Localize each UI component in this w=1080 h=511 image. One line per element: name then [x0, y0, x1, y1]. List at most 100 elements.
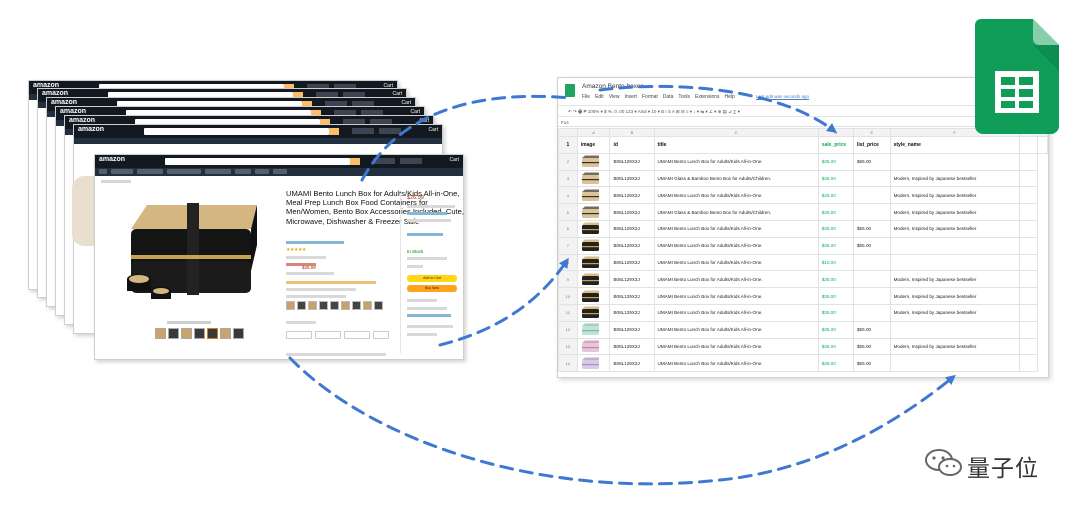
list-price-cell[interactable] [853, 203, 891, 221]
empty-cell[interactable] [1018, 270, 1039, 289]
account-menu[interactable] [334, 110, 356, 116]
menu-extensions[interactable]: Extensions [695, 94, 720, 100]
list-price-cell[interactable] [853, 270, 891, 289]
id-cell[interactable]: B08L129X3J [609, 253, 655, 272]
thumbnail[interactable] [233, 328, 244, 339]
id-cell[interactable]: B08L129X3J [609, 152, 655, 171]
amazon-logo[interactable]: amazon [99, 156, 126, 163]
list-price-cell[interactable] [853, 186, 891, 205]
empty-cell[interactable] [1018, 152, 1039, 171]
cart-icon[interactable]: Cart [449, 157, 459, 163]
image-cell[interactable] [576, 203, 611, 221]
row-number[interactable]: 7 [558, 236, 578, 255]
image-cell[interactable] [576, 320, 611, 339]
header-cell[interactable]: id [609, 136, 655, 154]
column-header[interactable]: B [609, 128, 655, 137]
image-cell[interactable] [576, 270, 611, 289]
id-cell[interactable]: B08L129X3J [609, 219, 655, 238]
empty-cell[interactable] [1037, 136, 1048, 154]
column-header[interactable]: C [653, 128, 819, 137]
style-name-cell[interactable] [889, 320, 1020, 339]
search-icon[interactable] [293, 92, 303, 99]
title-cell[interactable]: UMAMI Bento Lunch Box for Adults/Kids Al… [653, 287, 819, 305]
style-name-cell[interactable]: Modern, Inspired by Japanese bestseller [889, 303, 1020, 322]
title-cell[interactable]: UMAMI Bento Lunch Box for Adults/Kids Al… [653, 320, 819, 339]
id-cell[interactable]: B08L129X3J [609, 186, 655, 205]
thumbnail[interactable] [168, 328, 179, 339]
menu-insert[interactable]: Insert [624, 94, 637, 100]
header-cell[interactable]: title [653, 136, 819, 154]
empty-cell[interactable] [1018, 320, 1039, 339]
row-number[interactable]: 10 [558, 287, 578, 305]
image-cell[interactable] [576, 354, 611, 373]
empty-cell[interactable] [1018, 219, 1039, 238]
title-cell[interactable]: UMAMI Bento Lunch Box for Adults/Kids Al… [653, 354, 819, 373]
empty-cell[interactable] [1018, 253, 1039, 272]
size-option[interactable] [344, 331, 370, 339]
row-number[interactable]: 11 [558, 303, 578, 322]
color-swatch[interactable] [363, 301, 372, 310]
style-name-cell[interactable]: Modern, Inspired by Japanese bestseller [889, 337, 1020, 356]
orders-menu[interactable] [379, 128, 401, 134]
header-cell[interactable]: sale_price [817, 136, 855, 154]
amazon-search-input[interactable] [108, 92, 303, 99]
size-option[interactable] [315, 331, 341, 339]
sale-price-cell[interactable]: $10.00 [817, 253, 855, 272]
sale-price-cell[interactable]: $35.00 [817, 320, 855, 339]
title-cell[interactable]: UMAMI Bento Lunch Box for Adults/Kids Al… [653, 303, 819, 322]
image-cell[interactable] [576, 337, 611, 356]
row-number[interactable]: 2 [558, 152, 578, 171]
search-icon[interactable] [302, 101, 312, 108]
search-icon[interactable] [311, 110, 321, 117]
empty-cell[interactable] [1018, 236, 1039, 255]
list-price-cell[interactable] [853, 169, 891, 188]
column-header[interactable]: E [853, 128, 891, 137]
list-price-cell[interactable] [853, 287, 891, 305]
search-icon[interactable] [284, 84, 294, 91]
title-cell[interactable]: UMAMI Bento Lunch Box for Adults/Kids Al… [653, 186, 819, 205]
title-cell[interactable]: UMAMI Bento Lunch Box for Adults/Kids Al… [653, 236, 819, 255]
color-swatch[interactable] [319, 301, 328, 310]
menu-edit[interactable]: Edit [595, 94, 604, 100]
color-swatch[interactable] [352, 301, 361, 310]
brand-link[interactable] [286, 241, 344, 244]
id-cell[interactable]: B08L129X3J [609, 169, 655, 188]
amazon-logo[interactable]: amazon [42, 90, 69, 97]
sale-price-cell[interactable]: $35.00 [817, 236, 855, 255]
search-icon[interactable] [320, 119, 330, 126]
buy-now-button[interactable]: Buy Now [407, 285, 457, 292]
coupon-line[interactable] [286, 281, 376, 284]
thumbnail[interactable] [181, 328, 192, 339]
image-cell[interactable] [576, 253, 611, 272]
id-cell[interactable]: B08L129X3J [609, 354, 655, 373]
list-price-cell[interactable]: $55.00 [853, 236, 891, 255]
style-name-cell[interactable]: Modern, Inspired by Japanese bestseller [889, 270, 1020, 289]
style-name-cell[interactable] [889, 152, 1020, 171]
menu-format[interactable]: Format [641, 94, 658, 100]
empty-cell[interactable] [1018, 186, 1039, 205]
cart-icon[interactable]: Cart [383, 83, 393, 89]
amazon-logo[interactable]: amazon [33, 82, 60, 89]
column-header[interactable]: D [817, 128, 855, 137]
id-cell[interactable]: B08L129X3J [609, 270, 655, 289]
image-cell[interactable] [576, 152, 611, 171]
orders-menu[interactable] [334, 84, 356, 90]
title-cell[interactable]: UMAMI Bento Lunch Box for Adults/Kids Al… [653, 219, 819, 238]
id-cell[interactable]: B08L129X3J [609, 236, 655, 255]
style-name-cell[interactable]: Modern, Inspired by Japanese bestseller [889, 186, 1020, 205]
sale-price-cell[interactable]: $35.00 [817, 287, 855, 305]
header-cell[interactable]: image [576, 136, 611, 154]
header-cell[interactable]: list_price [853, 136, 891, 154]
sale-price-cell[interactable]: $35.00 [817, 354, 855, 373]
amazon-search-input[interactable] [135, 119, 330, 126]
row-number[interactable]: 1 [558, 136, 578, 154]
amazon-search-input[interactable] [144, 128, 339, 135]
title-cell[interactable]: UMAMI Bento Lunch Box for Adults/Kids Al… [653, 152, 819, 171]
id-cell[interactable]: B08L129X3J [609, 320, 655, 339]
empty-cell[interactable] [1018, 337, 1039, 356]
color-swatch[interactable] [286, 301, 295, 310]
